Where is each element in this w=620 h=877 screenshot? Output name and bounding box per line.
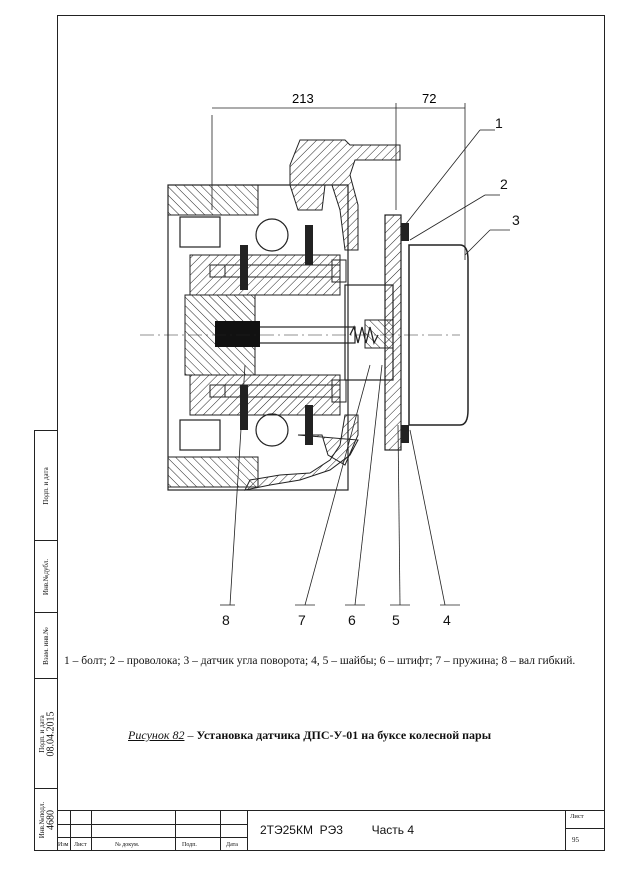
document-designation: 2ТЭ25КМ РЭ3 Часть 4 — [260, 823, 414, 837]
stamp-label: Инв.№дубл. — [42, 558, 50, 595]
bearings — [179, 216, 289, 451]
callout-1: 1 — [495, 115, 503, 131]
dimension-72: 72 — [422, 91, 436, 106]
figure-number: Рисунок 82 — [128, 728, 185, 742]
stamp-label: Подп. и дата — [37, 714, 46, 753]
technical-drawing: 213 72 — [140, 91, 520, 628]
callout-8: 8 — [222, 612, 230, 628]
bracket-lower — [244, 414, 359, 491]
sheet-label: Лист — [570, 813, 584, 820]
hub-inner-bottom — [189, 374, 341, 416]
bolts — [209, 259, 347, 403]
tb-col-signature: Подп. — [182, 842, 197, 848]
callout-6: 6 — [348, 612, 356, 628]
title-block — [57, 810, 605, 851]
caption-dash: – — [184, 728, 197, 742]
callout-7: 7 — [298, 612, 306, 628]
callout-leaders — [220, 129, 510, 606]
callout-2: 2 — [500, 176, 508, 192]
stamp-inv-number: 4680 — [45, 809, 57, 830]
stamp-cell-sign-date-1: Подп. и дата — [34, 430, 57, 540]
figure-caption: Рисунок 82 – Установка датчика ДПС-У-01 … — [128, 728, 491, 743]
sensor-housing — [408, 244, 469, 426]
document-part: Часть 4 — [371, 823, 415, 837]
stamp-date: 08.04.2015 — [45, 711, 57, 756]
stamp-cell-dup-inv: Инв.№дубл. — [34, 540, 57, 612]
side-stamp: Подп. и дата Инв.№дубл. Взам. инв.№ Подп… — [34, 430, 57, 851]
stamp-label: Подп. и дата — [42, 466, 50, 505]
callout-4: 4 — [443, 612, 451, 628]
stamp-label: Инв.№подл. — [37, 801, 46, 838]
sheet-number: 95 — [572, 836, 579, 844]
callout-3: 3 — [512, 212, 520, 228]
tb-col-doc-number: № докум. — [115, 842, 140, 848]
callout-5: 5 — [392, 612, 400, 628]
sensor-flange — [384, 214, 402, 451]
stamp-cell-orig-inv: Инв.№подл. 4680 — [34, 788, 57, 851]
tb-col-change: Изм — [58, 842, 69, 848]
drawing-frame — [57, 15, 605, 851]
bracket-upper — [289, 139, 401, 251]
hub-flange-top — [167, 184, 259, 216]
tb-col-sheet: Лист — [74, 842, 87, 848]
stamp-label: Взам. инв.№ — [42, 626, 50, 665]
hub-inner-top — [189, 254, 341, 296]
dimension-213: 213 — [292, 91, 314, 106]
stamp-cell-replace-inv: Взам. инв.№ — [34, 612, 57, 678]
figure-title: Установка датчика ДПС-У-01 на буксе коле… — [196, 728, 492, 742]
tb-col-date: Дата — [226, 842, 238, 848]
document-code: 2ТЭ25КМ РЭ3 — [260, 823, 343, 837]
stamp-cell-sign-date-2: Подп. и дата 08.04.2015 — [34, 678, 57, 788]
hub-flange-bottom — [167, 456, 259, 488]
figure-legend: 1 – болт; 2 – проволока; 3 – датчик угла… — [64, 655, 576, 667]
